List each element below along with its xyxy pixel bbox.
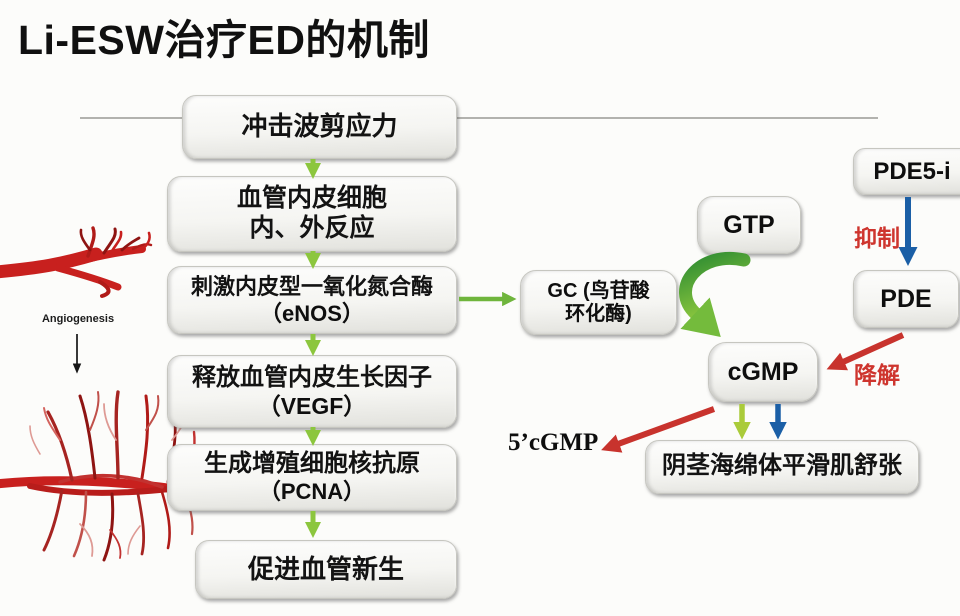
flow-box-shear-stress: 冲击波剪应力 — [182, 95, 457, 159]
pde5i-label: PDE5-i — [873, 157, 951, 185]
flow-box-vegf: 释放血管内皮生长因子 （VEGF） — [167, 355, 457, 428]
flow-box-label: 内、外反应 — [249, 215, 375, 242]
curved-arrow-gtp-to-cgmp-icon — [679, 251, 751, 338]
arrow-cgmp-to-5cgmp-icon — [601, 406, 716, 453]
gc-box: GC (鸟苷酸 环化酶) — [520, 270, 677, 335]
cgmp-label: cGMP — [727, 357, 799, 386]
flow-box-label: （eNOS） — [260, 300, 364, 326]
smooth-muscle-box: 阴茎海绵体平滑肌舒张 — [645, 440, 919, 494]
cgmp-box: cGMP — [708, 342, 818, 402]
flow-box-label: （VEGF） — [257, 392, 367, 419]
gtp-box: GTP — [697, 196, 801, 254]
smooth-muscle-label: 阴茎海绵体平滑肌舒张 — [662, 453, 902, 480]
gc-label: GC (鸟苷酸 — [547, 279, 650, 302]
pde5i-box: PDE5-i — [853, 148, 960, 195]
flow-box-label: 刺激内皮型一氧化氮合酶 — [190, 273, 433, 299]
flow-box-endothelial-response: 血管内皮细胞 内、外反应 — [167, 176, 457, 252]
gc-label: 环化酶) — [565, 302, 632, 325]
five-prime-cgmp-label: 5’cGMP — [508, 429, 599, 456]
flow-box-angiogenesis-promotion: 促进血管新生 — [195, 540, 457, 599]
inhibit-label: 抑制 — [854, 226, 900, 251]
angiogenesis-label: Angiogenesis — [41, 313, 115, 325]
flow-box-enos: 刺激内皮型一氧化氮合酶 （eNOS） — [167, 266, 457, 334]
pde-label: PDE — [880, 284, 932, 313]
pde-box: PDE — [853, 270, 959, 328]
flow-box-label: 释放血管内皮生长因子 — [192, 364, 432, 391]
flow-box-label: 冲击波剪应力 — [241, 112, 398, 142]
flow-box-label: （PCNA） — [258, 479, 366, 505]
artery-illustration — [0, 226, 153, 298]
gtp-label: GTP — [723, 210, 775, 239]
flow-box-label: 血管内皮细胞 — [236, 184, 387, 212]
flow-box-label: 生成增殖细胞核抗原 — [204, 451, 420, 478]
flow-box-pcna: 生成增殖细胞核抗原 （PCNA） — [167, 444, 457, 511]
flow-box-label: 促进血管新生 — [247, 554, 404, 584]
degrade-label: 降解 — [854, 363, 900, 388]
page-title: Li-ESW治疗ED的机制 — [18, 17, 430, 63]
